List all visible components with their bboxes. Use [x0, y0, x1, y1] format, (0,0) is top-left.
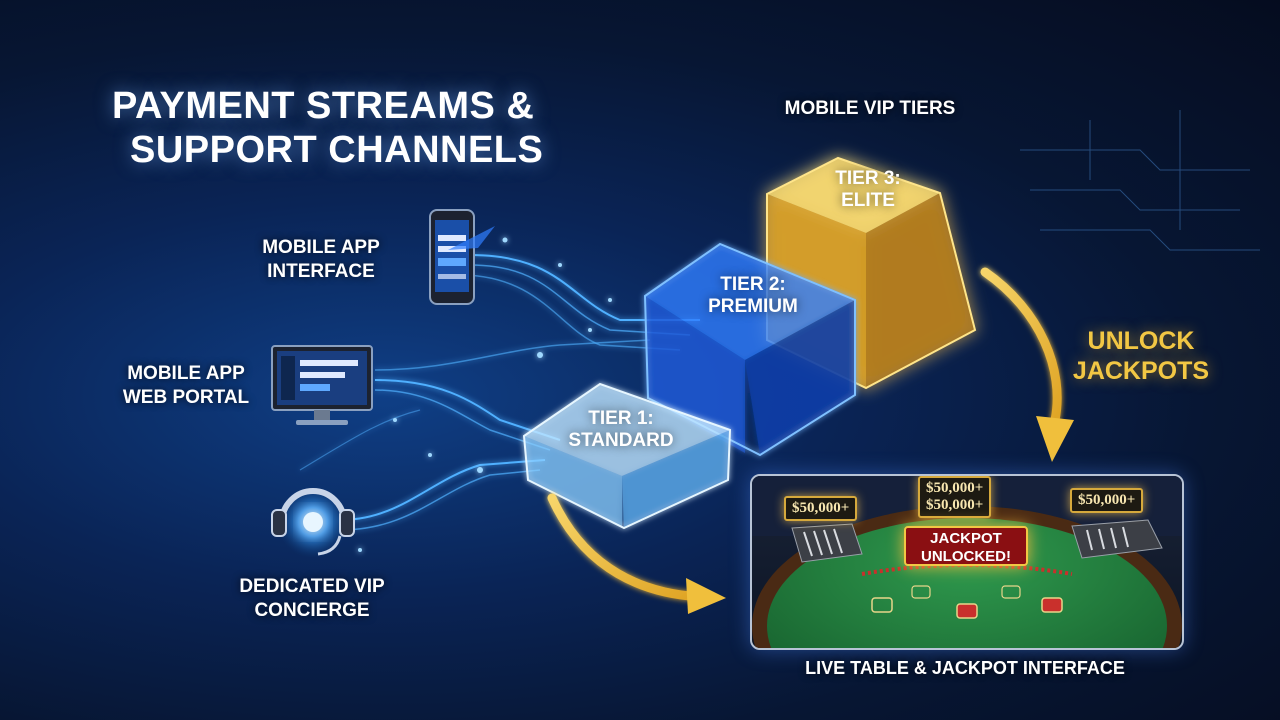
stream-web-portal-c — [374, 339, 651, 371]
stream-concierge-b — [339, 469, 541, 531]
tier2-label: TIER 2: PREMIUM — [708, 274, 798, 317]
stream-web-portal-b — [374, 389, 551, 451]
tier1-cube — [522, 382, 732, 530]
arrow-tier1-to-table — [547, 493, 726, 614]
smartphone-icon — [429, 209, 495, 305]
jackpot-unlocked-banner: JACKPOT UNLOCKED! — [904, 526, 1028, 566]
card-shoe-left — [791, 523, 863, 563]
card-shoe-right — [1071, 519, 1163, 559]
stream-concierge — [339, 459, 546, 521]
stream-web-portal — [374, 379, 561, 441]
jackpot-badge-center: $50,000+ $50,000+ — [918, 476, 992, 518]
data-streams — [299, 254, 700, 531]
headset-icon — [271, 486, 355, 558]
circuit-lines — [1020, 110, 1260, 251]
live-table-panel[interactable]: $50,000+ $50,000+ $50,000+ $50,000+ JACK… — [750, 474, 1184, 650]
stream-concierge-c — [299, 409, 421, 471]
tier1-label: TIER 1: STANDARD — [568, 408, 674, 451]
unlock-jackpots-label: UNLOCK JACKPOTS — [1072, 327, 1210, 385]
title-line-1: PAYMENT STREAMS & — [112, 85, 535, 127]
title-line-2: SUPPORT CHANNELS — [130, 129, 544, 171]
live-table-caption: LIVE TABLE & JACKPOT INTERFACE — [805, 658, 1125, 678]
tier3-label: TIER 3: ELITE — [835, 168, 901, 211]
page-title: PAYMENT STREAMS & SUPPORT CHANNELS — [112, 84, 543, 172]
channel-label-web-portal: MOBILE APP WEB PORTAL — [122, 363, 250, 408]
arrow-tier3-to-table — [980, 267, 1074, 462]
vip-tiers-heading: MOBILE VIP TIERS — [784, 98, 956, 119]
stream-particles — [358, 237, 612, 552]
jackpot-badge-right: $50,000+ — [1070, 488, 1144, 513]
channel-label-concierge: DEDICATED VIP CONCIERGE — [239, 576, 385, 621]
stream-mobile-app-b — [469, 264, 691, 336]
channel-label-mobile-app: MOBILE APP INTERFACE — [262, 237, 380, 282]
monitor-icon — [271, 345, 373, 425]
tier2-cube — [643, 242, 856, 457]
jackpot-badge-left: $50,000+ — [784, 496, 858, 521]
stream-mobile-app — [469, 254, 700, 321]
stream-mobile-app-c — [459, 274, 681, 351]
